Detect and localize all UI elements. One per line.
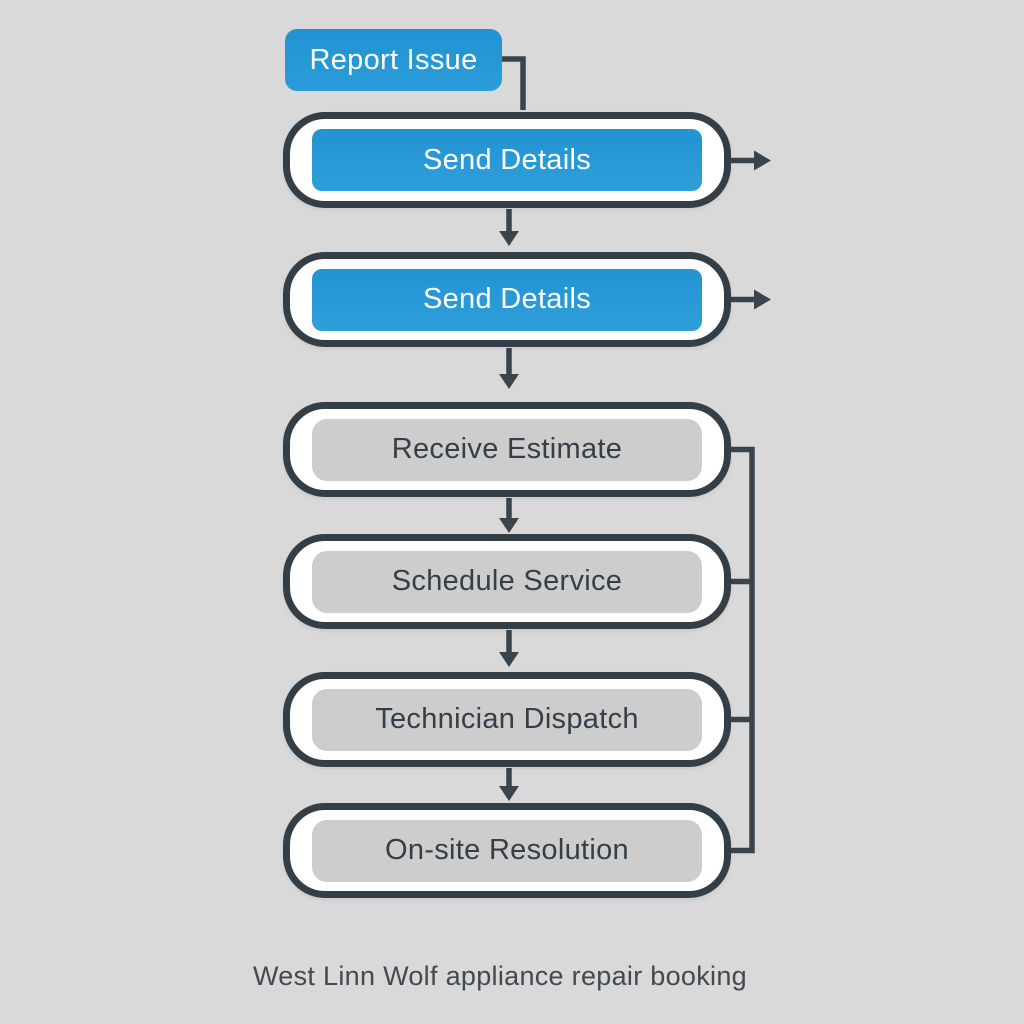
node-technician-dispatch: Technician Dispatch [283, 672, 731, 767]
node-label: Schedule Service [391, 565, 623, 597]
node-label: Technician Dispatch [375, 703, 639, 735]
arrow-down-icon [499, 209, 519, 246]
connector-right-rail [731, 446, 755, 854]
node-label: Send Details [422, 143, 592, 176]
node-report-issue: Report Issue [285, 29, 502, 91]
node-on-site-resolution: On-site Resolution [283, 803, 731, 898]
node-send-details-1-box: Send Details [312, 129, 702, 191]
caption: West Linn Wolf appliance repair booking [253, 961, 747, 991]
node-label: Receive Estimate [391, 433, 623, 465]
node-schedule-service-box: Schedule Service [312, 550, 702, 613]
arrow-down-icon [499, 630, 519, 667]
arrow-down-icon [499, 498, 519, 533]
node-send-details-1: Send Details [283, 112, 731, 208]
node-send-details-2-box: Send Details [312, 268, 702, 331]
arrow-down-icon [499, 768, 519, 801]
arrow-right-icon [731, 289, 771, 310]
node-send-details-2: Send Details [283, 252, 731, 347]
node-label: Send Details [422, 283, 592, 315]
node-receive-estimate-box: Receive Estimate [312, 418, 702, 481]
node-label: Report Issue [309, 43, 478, 76]
node-label: On-site Resolution [385, 834, 629, 866]
node-schedule-service: Schedule Service [283, 534, 731, 629]
node-technician-dispatch-box: Technician Dispatch [312, 688, 702, 751]
node-receive-estimate: Receive Estimate [283, 402, 731, 497]
arrow-right-icon [731, 150, 771, 171]
node-on-site-resolution-box: On-site Resolution [312, 819, 702, 882]
arrow-down-icon [499, 348, 519, 389]
connector-start-elbow [501, 56, 526, 110]
